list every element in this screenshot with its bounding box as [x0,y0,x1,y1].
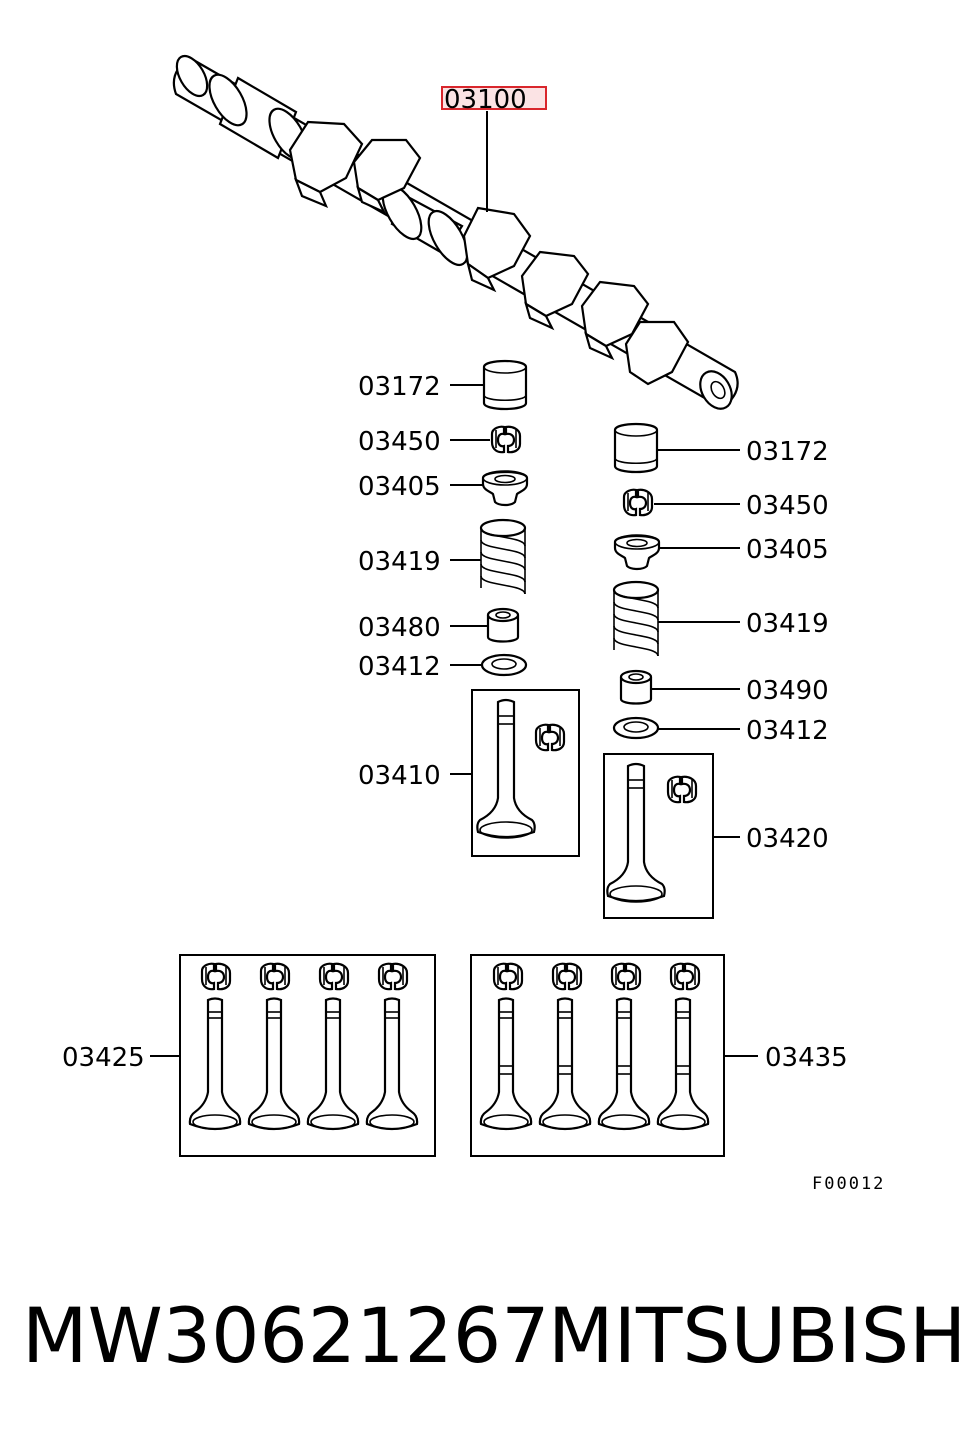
valve-keeper [259,962,291,991]
valve-spring [612,580,660,658]
label-03419-right[interactable]: 03419 [746,609,829,639]
camshaft-journal [208,73,308,161]
label-03420[interactable]: 03420 [746,824,829,854]
exhaust-valve [479,997,533,1131]
valve-keeper [534,723,566,752]
cam-lobe [352,138,422,215]
exhaust-valve [656,997,710,1131]
valve-keeper [610,962,642,991]
valve-keeper [669,962,701,991]
label-03172[interactable]: 03172 [358,372,441,402]
label-03405[interactable]: 03405 [358,472,441,502]
valve-keeper [622,488,654,517]
camshaft-journal [381,183,469,267]
valve-stem-seal [486,607,520,643]
spring-retainer [613,533,661,571]
label-03419[interactable]: 03419 [358,547,441,577]
valve-keeper [377,962,409,991]
valve-keeper [490,425,522,454]
intake-valve [247,997,301,1131]
brand-name: MITSUBISHI [548,1291,960,1380]
label-03412[interactable]: 03412 [358,652,441,682]
label-03450[interactable]: 03450 [358,427,441,457]
valve-keeper [318,962,350,991]
label-03412-right[interactable]: 03412 [746,716,829,746]
intake-valve [365,997,419,1131]
label-03480[interactable]: 03480 [358,613,441,643]
cam-lobe [462,206,532,293]
cam-lobe [580,280,650,361]
cam-lobe [520,250,590,331]
label-03425[interactable]: 03425 [62,1043,145,1073]
intake-valve [188,997,242,1131]
label-03490[interactable]: 03490 [746,676,829,706]
exhaust-valve [597,997,651,1131]
label-03405-right[interactable]: 03405 [746,535,829,565]
valve-lifter [482,359,528,411]
figure-code: F00012 [812,1174,885,1194]
exhaust-valve [538,997,592,1131]
label-03435[interactable]: 03435 [765,1043,848,1073]
cam-lobe [624,320,690,386]
valve-keeper [551,962,583,991]
label-03450-right[interactable]: 03450 [746,491,829,521]
exhaust-valve [606,762,666,904]
spring-seat-washer [480,653,528,677]
intake-valve [306,997,360,1131]
valve-keeper [666,775,698,804]
camshaft [172,54,739,410]
label-03172-right[interactable]: 03172 [746,437,829,467]
highlight-box [441,86,547,110]
valve-spring [479,518,527,596]
valve-lifter [613,422,659,474]
valve-stem-seal [619,669,653,705]
spring-seat-washer [612,716,660,740]
spring-retainer [481,469,529,507]
label-03100[interactable]: 03100 [444,85,527,115]
label-03410[interactable]: 03410 [358,761,441,791]
intake-valve [476,698,536,840]
cam-lobe [288,120,364,209]
part-number: MW30621267 [22,1291,550,1380]
valve-keeper [200,962,232,991]
valve-keeper [492,962,524,991]
